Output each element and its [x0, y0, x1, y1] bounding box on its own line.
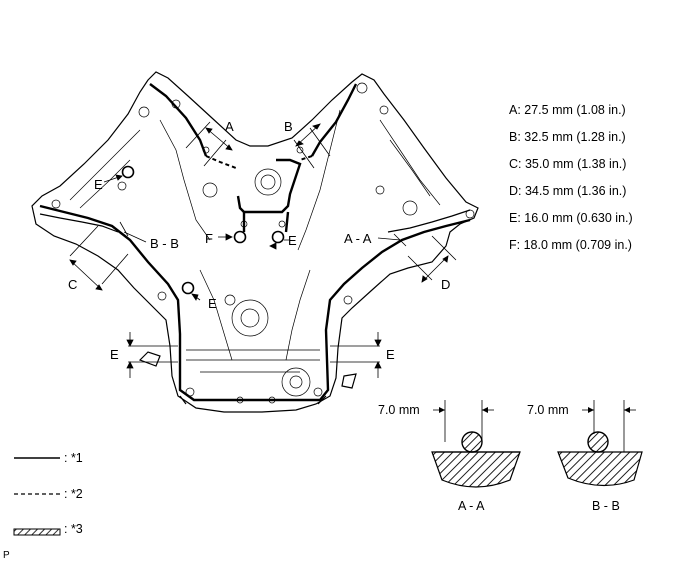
callout-e-center-right: E — [288, 233, 297, 248]
base-bb — [557, 451, 643, 487]
cross-section-bb — [557, 400, 643, 487]
sealant-line-dashed — [205, 155, 313, 169]
callout-c: C — [68, 277, 78, 292]
legend-label-1: : *1 — [64, 451, 83, 465]
legend-label-2: : *2 — [64, 487, 83, 501]
spec-c: C: 35.0 mm (1.38 in.) — [509, 157, 627, 171]
section-caption-aa: A - A — [458, 499, 485, 513]
bead-bb — [587, 431, 609, 453]
legend-hatched-swatch — [13, 528, 61, 536]
callout-a: A — [225, 119, 234, 134]
callout-b: B — [284, 119, 293, 134]
spec-d: D: 34.5 mm (1.36 in.) — [509, 184, 627, 198]
dimension-lines — [69, 121, 457, 378]
callout-e-left-top: E — [94, 177, 103, 192]
callout-e-left-side: E — [110, 347, 119, 362]
callout-section-bb: B - B — [150, 236, 179, 251]
marker-e-left-top — [121, 165, 135, 179]
bead-aa — [461, 431, 483, 453]
callout-e-center-low: E — [208, 296, 217, 311]
engine-outline — [31, 71, 479, 413]
marker-e-center-right — [271, 230, 285, 244]
callout-e-right-side: E — [386, 347, 395, 362]
spec-a: A: 27.5 mm (1.08 in.) — [509, 103, 626, 117]
gasket-position-markers — [121, 165, 285, 295]
callout-d: D — [441, 277, 451, 292]
base-aa — [431, 451, 521, 488]
dimension-label-aa: 7.0 mm — [378, 403, 420, 417]
callout-section-aa: A - A — [344, 231, 372, 246]
spec-b: B: 32.5 mm (1.28 in.) — [509, 130, 626, 144]
marker-f — [233, 230, 247, 244]
corner-mark: P — [3, 550, 10, 561]
section-caption-bb: B - B — [592, 499, 620, 513]
sealant-line-solid — [39, 83, 471, 402]
callout-f: F — [205, 231, 213, 246]
engine-internal-detail — [51, 82, 475, 404]
marker-e-center-low — [181, 281, 195, 295]
spec-e: E: 16.0 mm (0.630 in.) — [509, 211, 633, 225]
cross-section-aa — [431, 400, 521, 488]
spec-f: F: 18.0 mm (0.709 in.) — [509, 238, 632, 252]
dimension-label-bb: 7.0 mm — [527, 403, 569, 417]
legend-swatches — [13, 457, 61, 536]
legend-label-3: : *3 — [64, 522, 83, 536]
